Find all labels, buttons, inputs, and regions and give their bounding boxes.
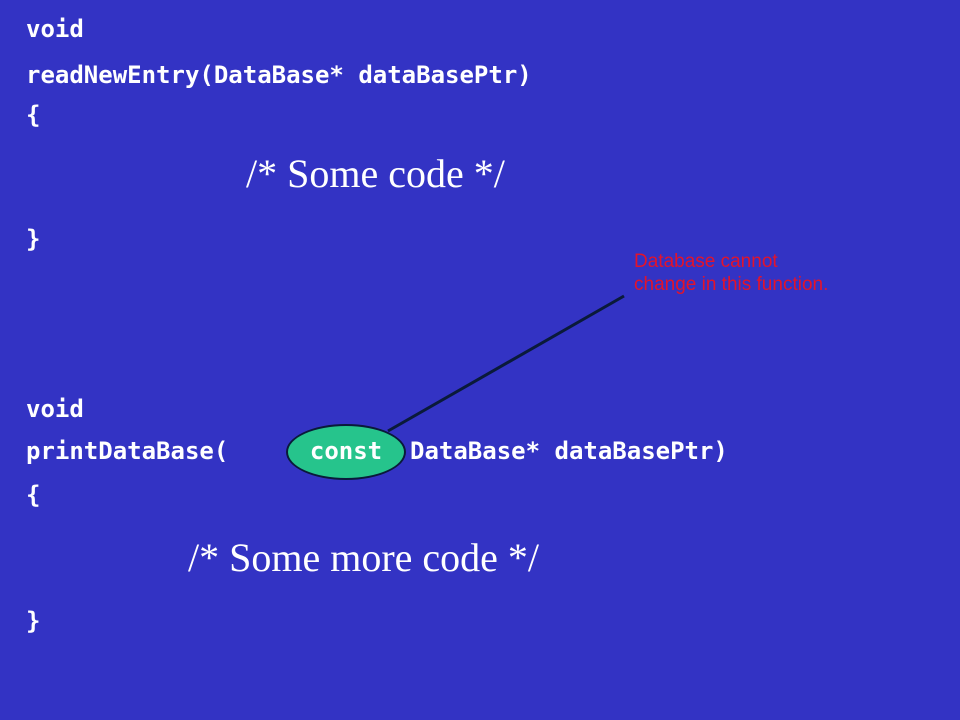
block1-signature: readNewEntry(DataBase* dataBasePtr) [26, 61, 532, 89]
const-keyword: const [309, 437, 383, 465]
block1-open-brace: { [26, 101, 41, 129]
block2-open-brace: { [26, 481, 41, 509]
pointer-line [387, 294, 625, 433]
block1-comment: /* Some code */ [246, 151, 505, 196]
block2-close-brace: } [26, 607, 41, 635]
block2-return-type: void [26, 395, 84, 423]
block1-return-type: void [26, 15, 84, 43]
callout-line-1: Database cannot [634, 251, 778, 272]
const-highlight-ellipse [286, 424, 406, 480]
block2-signature-prefix: printDataBase( [26, 437, 229, 465]
block1-close-brace: } [26, 225, 41, 253]
callout-line-2: change in this function. [634, 274, 829, 295]
callout-note: Database cannot change in this function. [634, 250, 934, 296]
block2-signature-suffix: DataBase* dataBasePtr) [410, 437, 728, 465]
block2-comment: /* Some more code */ [188, 535, 540, 580]
